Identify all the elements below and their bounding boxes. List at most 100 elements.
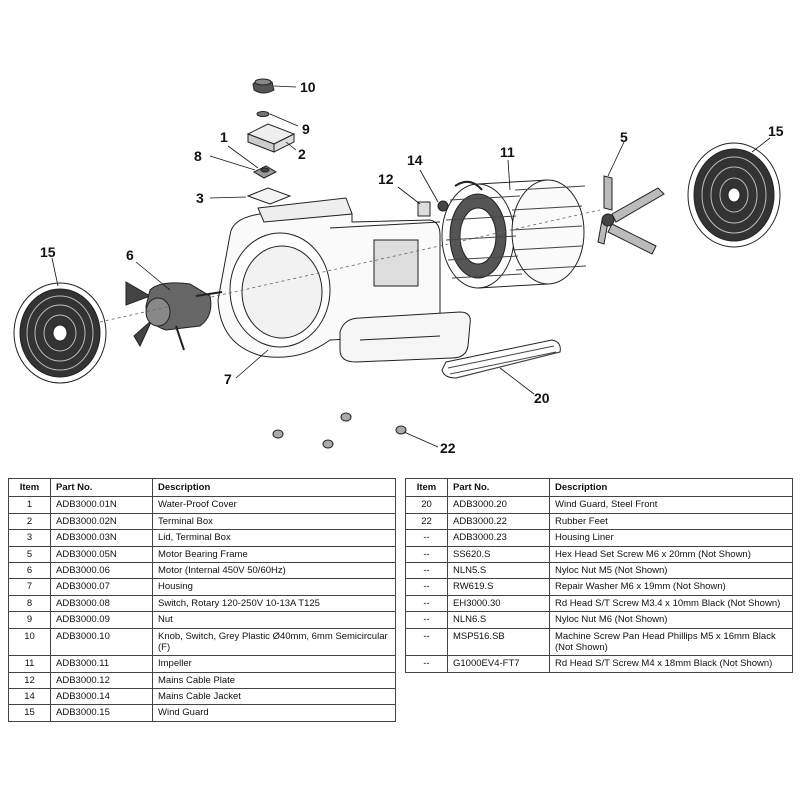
cell-description: Water-Proof Cover (152, 496, 396, 514)
rubber-feet-part (272, 412, 407, 449)
header-description: Description (549, 477, 793, 498)
cell-item: 20 (405, 496, 448, 514)
cell-part-no: ADB3000.02N (50, 512, 153, 531)
callout-8: 8 (194, 148, 202, 164)
cell-item: -- (405, 561, 448, 580)
cell-item: 1 (8, 496, 51, 514)
impeller-part (441, 179, 587, 289)
cell-part-no: ADB3000.08 (50, 594, 153, 613)
cell-description: Impeller (152, 655, 396, 673)
callout-14: 14 (407, 152, 423, 168)
cell-part-no: G1000EV4-FT7 (447, 655, 550, 673)
callout-15-right: 15 (768, 123, 784, 139)
cable-plate-part (417, 201, 431, 217)
callout-2: 2 (298, 146, 306, 162)
cell-part-no: RW619.S (447, 578, 550, 596)
cell-part-no: ADB3000.20 (447, 496, 550, 514)
cell-item: 12 (8, 671, 51, 690)
cell-item: 11 (8, 655, 51, 673)
cell-item: 6 (8, 561, 51, 580)
cell-part-no: ADB3000.22 (447, 512, 550, 531)
callout-22: 22 (440, 440, 456, 456)
nut-part (256, 111, 270, 117)
cell-item: -- (405, 611, 448, 629)
cell-description: Lid, Terminal Box (152, 529, 396, 547)
cell-part-no: MSP516.SB (447, 627, 550, 657)
cell-item: -- (405, 655, 448, 673)
cell-description: Motor (Internal 450V 50/60Hz) (152, 561, 396, 580)
callout-5: 5 (620, 129, 628, 145)
table-header-row: Item Part No. Description (8, 477, 396, 498)
cell-part-no: ADB3000.23 (447, 529, 550, 547)
header-description: Description (152, 477, 396, 498)
cable-jacket-part (437, 200, 449, 212)
cell-item: -- (405, 545, 448, 563)
cell-description: Nyloc Nut M6 (Not Shown) (549, 611, 793, 629)
motor-bearing-frame-part (597, 175, 665, 255)
cell-description: Nyloc Nut M5 (Not Shown) (549, 561, 793, 580)
cell-part-no: NLN5.S (447, 561, 550, 580)
header-part-no: Part No. (50, 477, 153, 498)
table-header-row: Item Part No. Description (405, 477, 793, 498)
cell-description: Switch, Rotary 120-250V 10-13A T125 (152, 594, 396, 613)
cell-item: 7 (8, 578, 51, 596)
cell-item: 2 (8, 512, 51, 531)
cell-description: Terminal Box (152, 512, 396, 531)
callout-15-left: 15 (40, 244, 56, 260)
knob-part (252, 78, 275, 94)
cell-description: Hex Head Set Screw M6 x 20mm (Not Shown) (549, 545, 793, 563)
cell-item: 9 (8, 611, 51, 629)
callout-6: 6 (126, 247, 134, 263)
motor-part (125, 281, 223, 351)
cell-item: -- (405, 529, 448, 547)
exploded-parts-diagram: 10 9 2 1 8 3 15 6 7 12 14 11 5 15 20 22 (13, 78, 784, 456)
cell-part-no: ADB3000.06 (50, 561, 153, 580)
cell-part-no: ADB3000.07 (50, 578, 153, 596)
housing-part (217, 197, 471, 363)
cell-item: 14 (8, 688, 51, 706)
header-item: Item (405, 477, 448, 498)
cell-description: Mains Cable Plate (152, 671, 396, 690)
cell-part-no: NLN6.S (447, 611, 550, 629)
wind-guard-left-part (13, 282, 107, 384)
cell-description: Motor Bearing Frame (152, 545, 396, 563)
cell-item: 8 (8, 594, 51, 613)
switch-part (252, 165, 278, 179)
cell-item: -- (405, 594, 448, 613)
cell-part-no: SS620.S (447, 545, 550, 563)
cell-item: 5 (8, 545, 51, 563)
callout-10: 10 (300, 79, 316, 95)
cell-description: Nut (152, 611, 396, 629)
front-wind-guard-part (441, 339, 561, 379)
cell-part-no: ADB3000.03N (50, 529, 153, 547)
header-part-no: Part No. (447, 477, 550, 498)
cell-item: -- (405, 627, 448, 657)
callout-1: 1 (220, 129, 228, 145)
callout-20: 20 (534, 390, 550, 406)
wind-guard-right-part (687, 142, 781, 248)
cell-item: 15 (8, 704, 51, 722)
cell-part-no: ADB3000.10 (50, 627, 153, 657)
cell-item: 3 (8, 529, 51, 547)
cell-description: Wind Guard (152, 704, 396, 722)
cell-item: 10 (8, 627, 51, 657)
cell-part-no: ADB3000.01N (50, 496, 153, 514)
callout-7: 7 (224, 371, 232, 387)
